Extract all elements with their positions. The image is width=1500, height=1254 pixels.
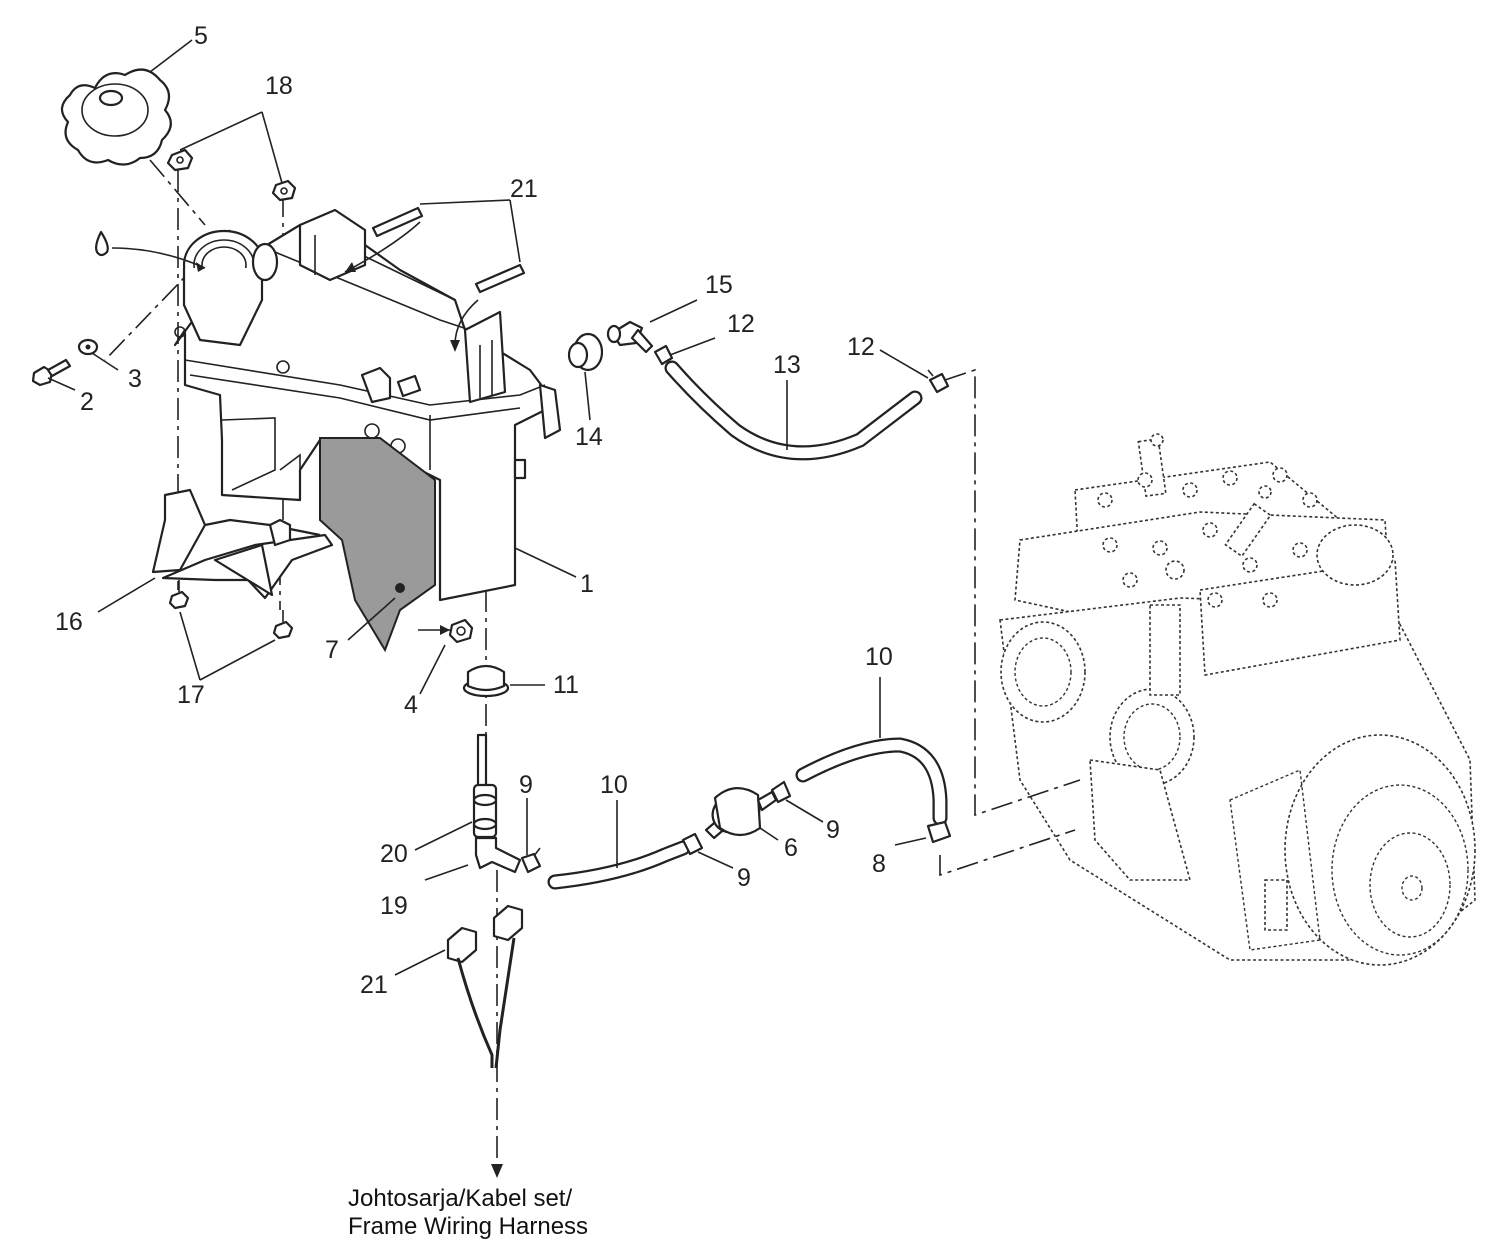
grommet-11 (462, 664, 510, 698)
callout-15: 15 (705, 271, 733, 299)
nut-4 (448, 618, 474, 644)
inline-filter-6 (704, 787, 778, 840)
bolt-2 (31, 358, 72, 387)
leader-lines (47, 39, 929, 976)
callout-12-b: 12 (847, 333, 875, 361)
callout-9-a: 9 (519, 771, 533, 799)
callout-14: 14 (575, 423, 603, 451)
caption-line-1: Johtosarja/Kabel set/ (348, 1185, 572, 1212)
callout-20: 20 (380, 840, 408, 868)
screw-17-b (272, 610, 294, 640)
callout-8: 8 (872, 850, 886, 878)
grommet-14 (567, 332, 604, 372)
clamp-12-b (927, 369, 950, 394)
heat-shield-panel (319, 437, 436, 653)
callout-21-b: 21 (360, 971, 388, 999)
hose-13 (664, 360, 923, 461)
filler-cap (60, 68, 172, 166)
callout-21-a: 21 (510, 175, 538, 203)
clamp-8 (926, 820, 952, 844)
callout-6: 6 (784, 834, 798, 862)
screw-17-a (168, 580, 190, 610)
wiring-harness-21 (446, 904, 524, 1069)
hose-10-upper (795, 737, 948, 826)
callout-13: 13 (773, 351, 801, 379)
lower-bracket (151, 488, 334, 600)
oil-tank (173, 208, 562, 602)
shield-pin (395, 583, 405, 593)
callout-10-a: 10 (600, 771, 628, 799)
callout-9-b: 9 (737, 864, 751, 892)
t-fitting-19 (474, 836, 522, 874)
callout-4: 4 (404, 691, 418, 719)
clamp-12-a (653, 344, 674, 366)
clamp-9-a (520, 847, 542, 874)
caption-line-2: Frame Wiring Harness (348, 1213, 588, 1240)
callout-3: 3 (128, 365, 142, 393)
nut-18-b (271, 179, 297, 202)
hose-10-lower (547, 840, 691, 890)
level-sensor-20 (472, 733, 498, 839)
callout-1: 1 (580, 570, 594, 598)
callout-5: 5 (194, 22, 208, 50)
connector-21-top (371, 206, 526, 294)
clamp-9-b (681, 832, 704, 856)
oil-drop-icon (95, 230, 109, 257)
elbow-fitting-15 (606, 320, 654, 354)
callout-17: 17 (177, 681, 205, 709)
harness-caption: Johtosarja/Kabel set/ Frame Wiring Harne… (348, 1185, 588, 1240)
callout-labels: 1 2 3 4 5 6 7 8 9 9 9 10 10 11 12 12 13 … (55, 22, 893, 999)
callout-9-c: 9 (826, 816, 840, 844)
nut-18-a (166, 148, 194, 172)
callout-19: 19 (380, 892, 408, 920)
callout-7: 7 (325, 636, 339, 664)
callout-12-a: 12 (727, 310, 755, 338)
callout-2: 2 (80, 388, 94, 416)
callout-18: 18 (265, 72, 293, 100)
clamp-9-c (770, 780, 792, 804)
arrow-down-icon (491, 1164, 503, 1178)
connector-arrow (344, 221, 421, 273)
callout-11: 11 (553, 671, 579, 699)
callout-10-b: 10 (865, 643, 893, 671)
callout-16: 16 (55, 608, 83, 636)
engine-outline (999, 433, 1476, 966)
oil-indicator-arrow (111, 247, 206, 269)
